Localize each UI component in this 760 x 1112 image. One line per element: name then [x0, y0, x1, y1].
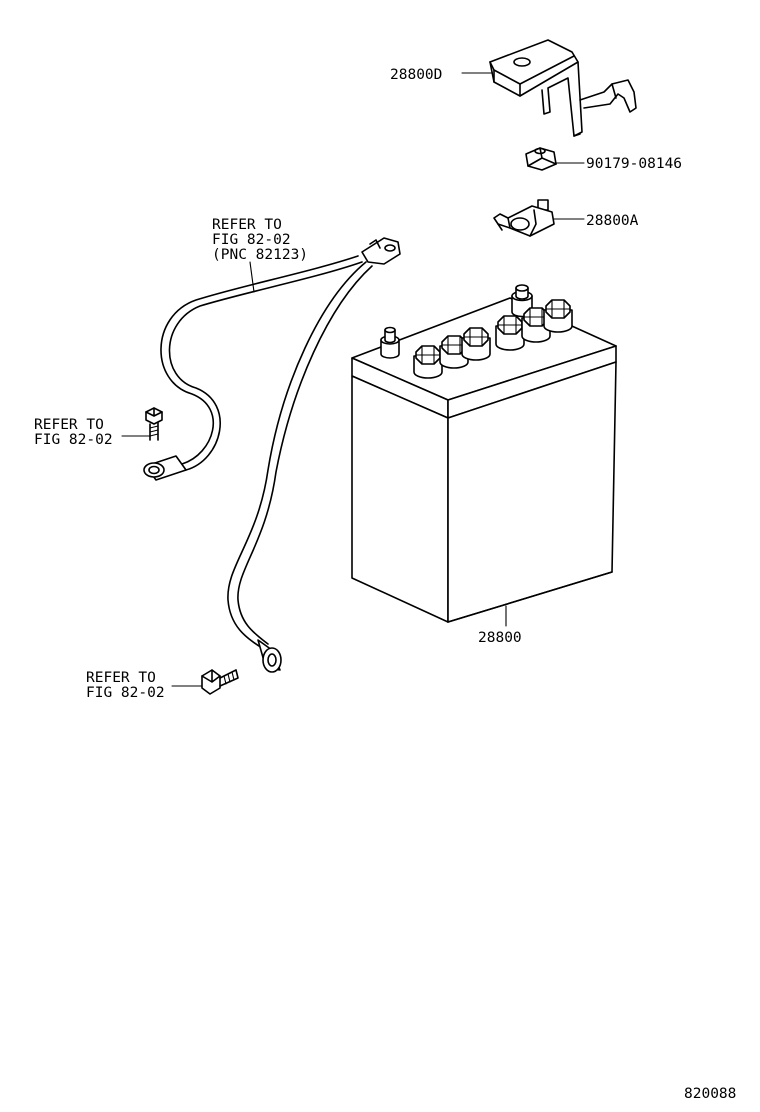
nut-drawing	[525, 147, 557, 171]
leader-lines	[121, 72, 585, 687]
cable-lug-left	[143, 455, 187, 481]
leader-line	[249, 261, 255, 293]
vent-caps	[413, 299, 573, 379]
vent-cap	[461, 327, 491, 361]
vent-cap	[495, 315, 525, 351]
label-bolt-bottom-ref-line2: FIG 82-02	[86, 685, 165, 701]
figure-number: 820088	[684, 1086, 736, 1102]
vent-cap	[521, 307, 551, 343]
cable-lug-bottom	[257, 639, 282, 673]
vent-cap	[543, 299, 573, 333]
bolt-left-drawing	[145, 407, 163, 441]
label-cable-ref-line1: REFER TO	[212, 217, 282, 233]
label-cover-part: 28800D	[390, 67, 442, 83]
battery-drawing	[351, 284, 617, 623]
label-bolt-bottom-ref-line1: REFER TO	[86, 670, 156, 686]
part-labels: 28800D 90179-08146 28800A 28800 REFER TO…	[34, 67, 736, 1102]
label-cable-ref-line2: FIG 82-02	[212, 232, 291, 248]
terminal-clamp-drawing	[493, 199, 555, 237]
battery-cables-drawing	[143, 237, 401, 673]
label-nut-part: 90179-08146	[586, 156, 682, 172]
terminal-post-right	[511, 284, 533, 318]
label-bolt-left-ref-line1: REFER TO	[34, 417, 104, 433]
label-clamp-part: 28800A	[586, 213, 639, 229]
label-cable-ref-line3: (PNC 82123)	[212, 247, 308, 263]
bolt-bottom-drawing	[201, 669, 239, 695]
terminal-post-left	[380, 326, 400, 359]
label-battery-part: 28800	[478, 630, 522, 646]
terminal-cover-drawing	[489, 39, 637, 137]
label-bolt-left-ref-line2: FIG 82-02	[34, 432, 113, 448]
vent-cap	[413, 345, 443, 379]
